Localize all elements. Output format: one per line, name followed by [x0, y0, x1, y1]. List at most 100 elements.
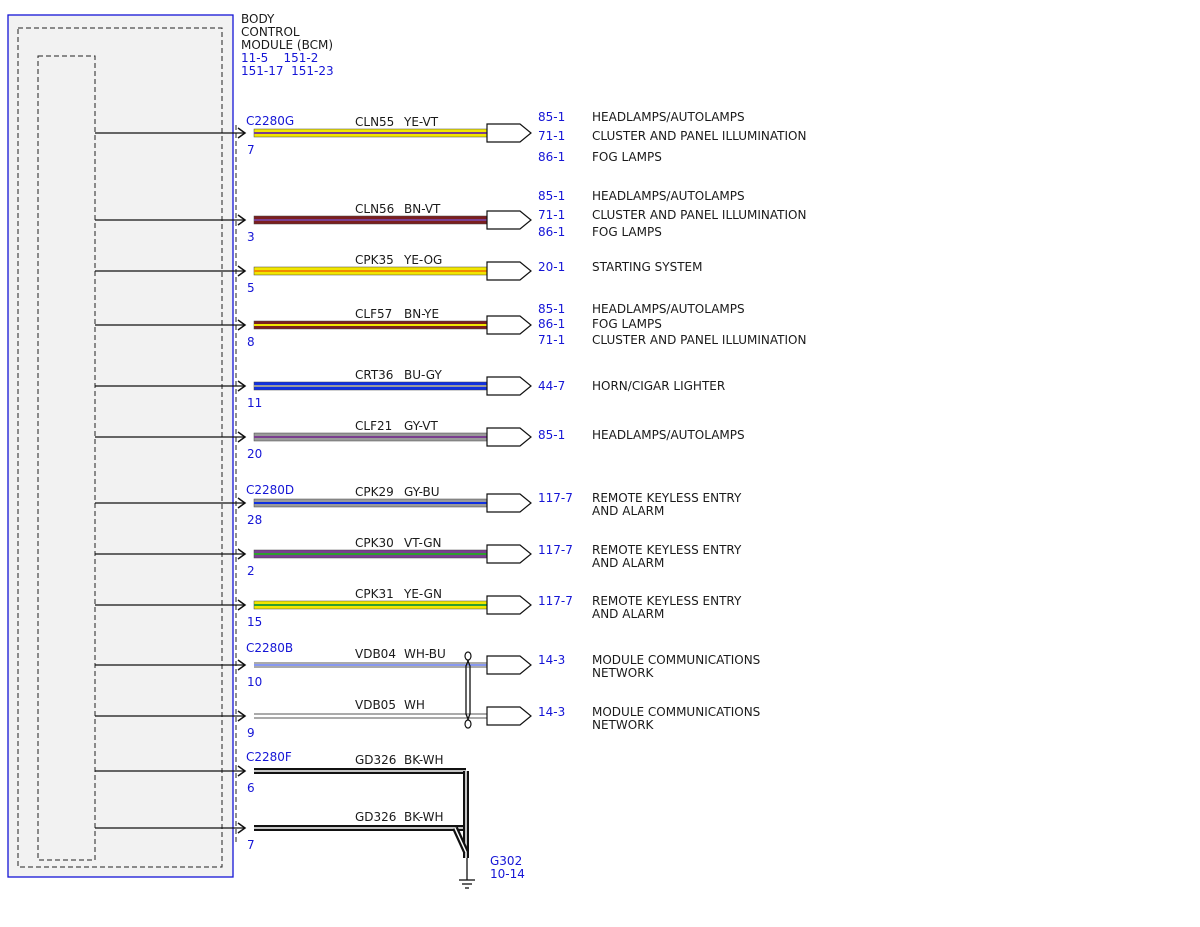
destination-ref: 71-1 — [538, 129, 565, 143]
module-ref-line-1: 11-5 151-2 — [241, 51, 318, 65]
module-title-line-3: MODULE (BCM) — [241, 38, 333, 52]
circuit-id: CPK31 — [355, 587, 394, 601]
destination-ref: 85-1 — [538, 189, 565, 203]
pin-number: 7 — [247, 143, 255, 157]
connector-id: C2280D — [246, 483, 294, 497]
destination-label: REMOTE KEYLESS ENTRY — [592, 594, 742, 608]
destination-ref: 14-3 — [538, 653, 565, 667]
module-title-line-2: CONTROL — [241, 25, 300, 39]
destination-label: HORN/CIGAR LIGHTER — [592, 379, 725, 393]
pin-chevron-icon — [237, 319, 247, 331]
destination-label: HEADLAMPS/AUTOLAMPS — [592, 110, 745, 124]
module-outline — [7, 14, 234, 878]
circuit-id: GD326 — [355, 810, 396, 824]
destination-label: MODULE COMMUNICATIONS — [592, 653, 760, 667]
wire-color-code: BN-YE — [404, 307, 439, 321]
destination-label: CLUSTER AND PANEL ILLUMINATION — [592, 208, 806, 222]
module-core-dashed-outline — [37, 55, 96, 861]
destination-ref: 85-1 — [538, 110, 565, 124]
destination-ref: 20-1 — [538, 260, 565, 274]
destination-ref: 14-3 — [538, 705, 565, 719]
wire-color-code: BU-GY — [404, 368, 442, 382]
pin-number: 11 — [247, 396, 262, 410]
destination-label-line-2: AND ALARM — [592, 504, 664, 518]
module-title-line-1: BODY — [241, 12, 275, 26]
destination-label: MODULE COMMUNICATIONS — [592, 705, 760, 719]
wire-color-code: VT-GN — [404, 536, 441, 550]
destination-arrow-icon — [486, 427, 532, 447]
pin-number: 5 — [247, 281, 255, 295]
destination-ref: 86-1 — [538, 317, 565, 331]
pin-number: 10 — [247, 675, 262, 689]
circuit-id: CPK35 — [355, 253, 394, 267]
wire-color-code: YE-VT — [403, 115, 439, 129]
destination-ref: 71-1 — [538, 208, 565, 222]
circuit-id: CLN56 — [355, 202, 394, 216]
ground-name: G302 — [490, 854, 522, 868]
destination-ref: 117-7 — [538, 543, 573, 557]
destination-arrow-icon — [486, 210, 532, 230]
pin-chevron-icon — [237, 497, 247, 509]
destination-label-line-2: NETWORK — [592, 718, 655, 732]
destination-ref: 86-1 — [538, 225, 565, 239]
twisted-pair-line-b — [465, 655, 471, 725]
destination-ref: 44-7 — [538, 379, 565, 393]
pin-chevron-icon — [237, 599, 247, 611]
destination-label: FOG LAMPS — [592, 317, 662, 331]
destination-arrow-icon — [486, 123, 532, 143]
ground-ref: 10-14 — [490, 867, 525, 881]
destination-label-line-2: NETWORK — [592, 666, 655, 680]
destination-label: CLUSTER AND PANEL ILLUMINATION — [592, 333, 806, 347]
pin-chevron-icon — [237, 380, 247, 392]
circuit-id: VDB05 — [355, 698, 396, 712]
destination-arrow-icon — [486, 544, 532, 564]
circuit-id: CPK30 — [355, 536, 394, 550]
wire-color-code: YE-OG — [403, 253, 442, 267]
wire-color-code: GY-BU — [404, 485, 440, 499]
circuit-id: CLF21 — [355, 419, 392, 433]
destination-label-line-2: AND ALARM — [592, 607, 664, 621]
destination-ref: 71-1 — [538, 333, 565, 347]
destination-arrow-icon — [486, 706, 532, 726]
circuit-id: CLN55 — [355, 115, 394, 129]
pin-chevron-icon — [237, 765, 247, 777]
destination-label-line-2: AND ALARM — [592, 556, 664, 570]
connector-id: C2280G — [246, 114, 294, 128]
wire-color-code: BK-WH — [404, 753, 444, 767]
pin-number: 3 — [247, 230, 255, 244]
wire-color-code: BK-WH — [404, 810, 444, 824]
pin-number: 7 — [247, 838, 255, 852]
ground-bus-diagonal-stripe — [454, 827, 467, 853]
destination-label: HEADLAMPS/AUTOLAMPS — [592, 428, 745, 442]
pin-chevron-icon — [237, 431, 247, 443]
circuit-gd326-pin-7: GD326 BK-WH 7 — [95, 810, 466, 852]
circuit-crt36-pin-11: CRT36 BU-GY 11 44-7 HORN/CIGAR LIGHTER — [95, 368, 725, 410]
destination-arrow-icon — [486, 376, 532, 396]
destination-label: HEADLAMPS/AUTOLAMPS — [592, 189, 745, 203]
destination-arrow-icon — [486, 493, 532, 513]
circuit-id: CRT36 — [355, 368, 393, 382]
circuit-id: CLF57 — [355, 307, 392, 321]
destination-label: FOG LAMPS — [592, 225, 662, 239]
twisted-pair-cap-top — [464, 651, 472, 661]
destination-ref: 117-7 — [538, 594, 573, 608]
pin-chevron-icon — [237, 659, 247, 671]
destination-label: FOG LAMPS — [592, 150, 662, 164]
pin-number: 20 — [247, 447, 262, 461]
module-ref-line-2: 151-17 151-23 — [241, 64, 334, 78]
wire-color-code: WH-BU — [404, 647, 446, 661]
destination-label: REMOTE KEYLESS ENTRY — [592, 491, 742, 505]
destination-arrow-icon — [486, 595, 532, 615]
wire-color-code: GY-VT — [404, 419, 438, 433]
twisted-pair-cap-bottom — [464, 719, 472, 729]
